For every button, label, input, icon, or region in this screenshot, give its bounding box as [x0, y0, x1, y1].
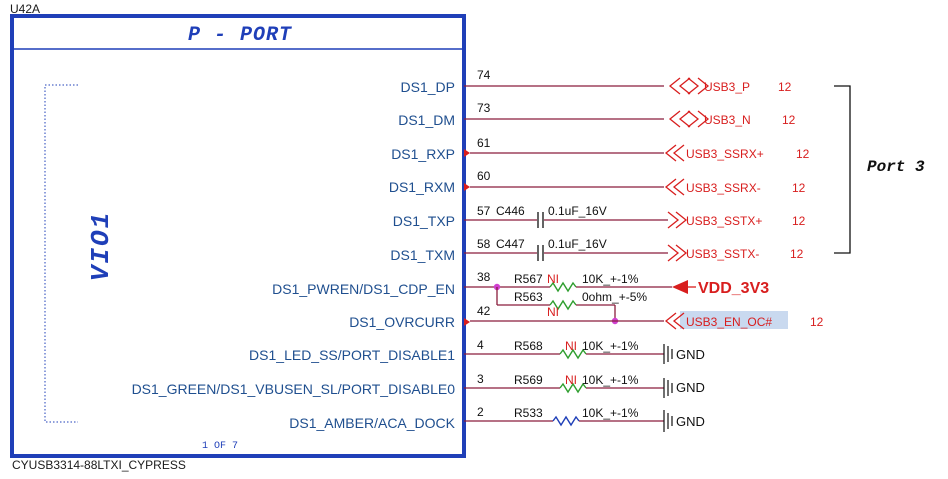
pin-name: DS1_OVRCURR	[349, 314, 455, 330]
part-number: CYUSB3314-88LTXI_CYPRESS	[12, 458, 186, 472]
pin-number: 58	[477, 237, 491, 251]
gnd-label: GND	[676, 347, 705, 362]
resistor-ni-mark: NI	[547, 272, 559, 286]
net-usb3-n[interactable]: USB3_N 12	[464, 110, 796, 128]
net-label: USB3_EN_OC#	[686, 315, 772, 329]
net-usb3-ssrx-minus[interactable]: USB3_SSRX- 12	[470, 178, 806, 196]
pin-number: 38	[477, 270, 491, 284]
symbol-title: P - PORT	[188, 24, 292, 47]
vdd-net-label: VDD_3V3	[698, 280, 769, 297]
capacitor-ref: C446	[496, 204, 525, 218]
resistor-ni-mark: NI	[565, 339, 577, 353]
pin-name: DS1_LED_SS/PORT_DISABLE1	[249, 347, 455, 363]
pin-number: 74	[477, 68, 491, 82]
capacitor-value: 0.1uF_16V	[548, 237, 607, 251]
pwren-network[interactable]	[464, 280, 788, 330]
pin-name: DS1_PWREN/DS1_CDP_EN	[272, 281, 455, 297]
net-page-ref: 12	[792, 214, 806, 228]
resistor-value: 0ohm_+-5%	[582, 290, 647, 304]
pin-name: DS1_AMBER/ACA_DOCK	[289, 415, 455, 431]
symbol-body	[10, 14, 466, 458]
pulldown-r533[interactable]	[464, 410, 673, 432]
net-page-ref: 12	[782, 113, 796, 127]
pin-number: 57	[477, 204, 491, 218]
resistor-value: 10K_+-1%	[582, 406, 639, 420]
net-label: USB3_SSRX+	[686, 147, 764, 161]
resistor-ref: R567	[514, 272, 543, 286]
resistor-value: 10K_+-1%	[582, 339, 639, 353]
pin-name: DS1_DM	[398, 112, 455, 128]
pulldown-r568[interactable]	[464, 344, 673, 364]
pin-number: 3	[477, 372, 484, 386]
port-label: Port 3	[867, 158, 925, 176]
vio-label: VIO1	[86, 211, 116, 281]
pin-number: 61	[477, 136, 491, 150]
resistor-value: 10K_+-1%	[582, 272, 639, 286]
net-usb3-sstx-minus[interactable]: USB3_SSTX- 12	[464, 244, 804, 262]
port-bracket	[834, 85, 851, 254]
resistor-value: 10K_+-1%	[582, 373, 639, 387]
net-page-ref: 12	[796, 147, 810, 161]
pin-number: 42	[477, 304, 491, 318]
net-label: USB3_P	[704, 80, 750, 94]
pin-name: DS1_RXM	[389, 179, 455, 195]
resistor-ni-mark: NI	[547, 305, 559, 319]
resistor-ref: R563	[514, 290, 543, 304]
vio-bracket	[44, 84, 78, 423]
component-ref: U42A	[10, 2, 40, 16]
net-page-ref: 12	[778, 80, 792, 94]
net-page-ref: 12	[792, 181, 806, 195]
capacitor-ref: C447	[496, 237, 525, 251]
pin-number: 2	[477, 405, 484, 419]
net-usb3-p[interactable]: USB3_P 12	[464, 77, 792, 95]
pin-number: 4	[477, 338, 484, 352]
pin-number: 73	[477, 101, 491, 115]
resistor-ref: R569	[514, 373, 543, 387]
resistor-ref: R568	[514, 339, 543, 353]
pin-number: 60	[477, 169, 491, 183]
input-pin-marker	[464, 183, 470, 191]
pin-name: DS1_DP	[401, 79, 455, 95]
resistor-ref: R533	[514, 406, 543, 420]
pulldown-r569[interactable]	[464, 378, 673, 398]
pin-labels: DS1_DP DS1_DM DS1_RXP DS1_RXM DS1_TXP DS…	[132, 79, 456, 431]
net-label: USB3_N	[704, 113, 751, 127]
net-label: USB3_SSTX-	[686, 247, 759, 261]
pin-name: DS1_TXM	[390, 247, 455, 263]
pin-numbers: 74 73 61 60 57 58 38 42 4 3 2	[477, 68, 491, 419]
gnd-label: GND	[676, 380, 705, 395]
net-page-ref: 12	[810, 315, 824, 329]
net-label: USB3_SSTX+	[686, 214, 762, 228]
net-label: USB3_SSRX-	[686, 181, 761, 195]
sheet-number: 1 OF 7	[202, 441, 238, 452]
input-pin-marker	[464, 318, 470, 326]
capacitor-value: 0.1uF_16V	[548, 204, 607, 218]
net-usb3-sstx-plus[interactable]: USB3_SSTX+ 12	[464, 211, 806, 229]
pin-name: DS1_GREEN/DS1_VBUSEN_SL/PORT_DISABLE0	[132, 381, 456, 397]
gnd-label: GND	[676, 414, 705, 429]
pin-name: DS1_RXP	[391, 146, 455, 162]
resistor-ni-mark: NI	[565, 373, 577, 387]
input-pin-marker	[464, 149, 470, 157]
pin-name: DS1_TXP	[393, 213, 455, 229]
net-page-ref: 12	[790, 247, 804, 261]
net-usb3-ssrx-plus[interactable]: USB3_SSRX+ 12	[470, 144, 810, 162]
